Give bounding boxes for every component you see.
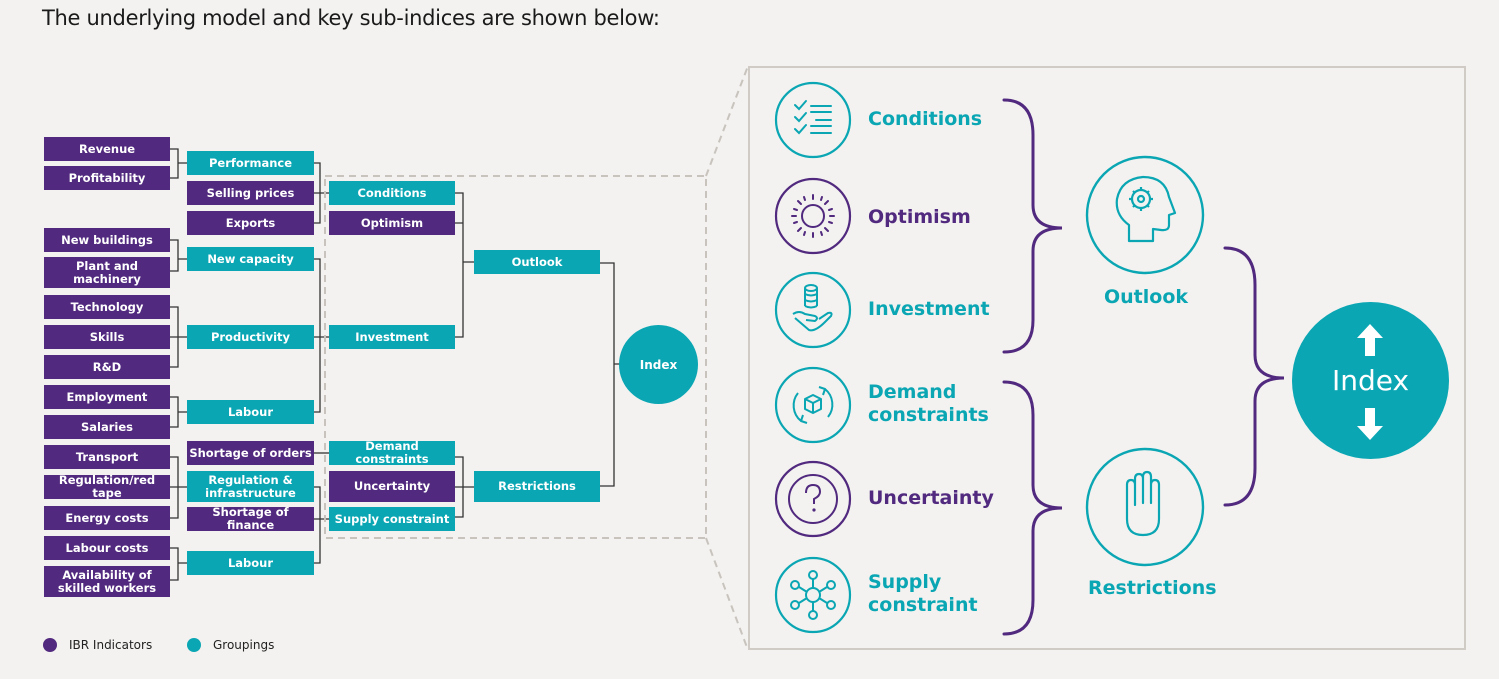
grouping-conditions: Conditions: [329, 181, 455, 205]
index-node: Index: [619, 325, 698, 404]
panel-label-restrictions: Restrictions: [1088, 577, 1217, 599]
connector-conditions: [314, 162, 329, 224]
legend-item-indicators: IBR Indicators: [43, 638, 152, 652]
brace-outlook: [1002, 98, 1063, 354]
indicator-exports: Exports: [187, 211, 314, 235]
hand-stop-icon: [1085, 447, 1205, 567]
indicator-technology: Technology: [44, 295, 170, 319]
question-icon: [774, 460, 852, 538]
connector-supply-constraint: [314, 486, 329, 564]
indicator-shortage-finance: Shortage of finance: [187, 506, 314, 532]
checklist-icon: [774, 81, 852, 159]
grouping-demand-constraints: Demand constraints: [329, 440, 455, 466]
indicator-optimism: Optimism: [329, 211, 455, 235]
indicator-profitability: Profitability: [44, 166, 170, 190]
grouping-labour-2: Labour: [187, 551, 314, 575]
legend-label-groupings: Groupings: [213, 638, 275, 652]
sun-icon: [774, 177, 852, 255]
indicator-uncertainty: Uncertainty: [329, 471, 455, 502]
panel-label-investment: Investment: [868, 298, 990, 320]
panel-label-supply-constraint: Supply constraint: [868, 571, 978, 617]
coins-hand-icon: [774, 271, 852, 349]
brace-restrictions: [1002, 380, 1063, 636]
legend-item-groupings: Groupings: [187, 638, 274, 652]
grouping-regulation-infrastructure: Regulation & infrastructure: [187, 471, 314, 502]
grouping-labour-1: Labour: [187, 400, 314, 424]
indicator-availability-skilled-workers: Availability of skilled workers: [44, 566, 170, 597]
indicator-employment: Employment: [44, 385, 170, 409]
connector-outlook: [455, 192, 474, 338]
zoom-outline: [324, 65, 749, 651]
panel-label-conditions: Conditions: [868, 108, 983, 130]
brace-index: [1223, 246, 1285, 507]
indicator-revenue: Revenue: [44, 137, 170, 161]
panel-label-demand-line2: constraints: [868, 404, 989, 426]
indicator-labour-costs: Labour costs: [44, 536, 170, 560]
grouping-outlook: Outlook: [474, 250, 600, 274]
panel-label-optimism: Optimism: [868, 206, 971, 228]
index-big-label: Index: [1331, 364, 1410, 397]
indicator-new-buildings: New buildings: [44, 228, 170, 252]
indicator-salaries: Salaries: [44, 415, 170, 439]
box-cycle-icon: [774, 366, 852, 444]
grouping-productivity: Productivity: [187, 325, 314, 349]
arrow-up-icon: [1357, 324, 1383, 356]
indicator-transport: Transport: [44, 445, 170, 469]
indicator-energy-costs: Energy costs: [44, 506, 170, 530]
connector-investment: [314, 258, 329, 413]
head-gear-icon: [1085, 155, 1205, 275]
connector-regulation-infrastructure: [170, 456, 187, 519]
grouping-investment: Investment: [329, 325, 455, 349]
indicator-shortage-orders: Shortage of orders: [187, 441, 314, 465]
indicator-skills: Skills: [44, 325, 170, 349]
arrow-down-icon: [1357, 408, 1383, 440]
indicator-regulation-red-tape: Regulation/red tape: [44, 474, 170, 500]
connector-restrictions: [455, 456, 474, 518]
grouping-supply-constraint: Supply constraint: [329, 507, 455, 531]
intro-text: The underlying model and key sub-indices…: [42, 6, 660, 30]
legend-dot-teal: [187, 638, 201, 652]
connector-labour-2: [170, 547, 187, 581]
indicator-plant-machinery: Plant and machinery: [44, 257, 170, 288]
connector-productivity: [170, 306, 187, 368]
connector-labour-1: [170, 396, 187, 428]
connector-new-capacity: [170, 239, 187, 272]
grouping-performance: Performance: [187, 151, 314, 175]
panel-label-demand-line1: Demand: [868, 381, 957, 403]
zoom-panel: [748, 66, 1466, 650]
panel-label-outlook: Outlook: [1104, 286, 1189, 308]
legend-dot-purple: [43, 638, 57, 652]
grouping-new-capacity: New capacity: [187, 247, 314, 271]
legend-label-indicators: IBR Indicators: [69, 638, 153, 652]
panel-label-uncertainty: Uncertainty: [868, 487, 994, 509]
indicator-rnd: R&D: [44, 355, 170, 379]
panel-label-demand-constraints: Demand constraints: [868, 381, 989, 427]
indicator-selling-prices: Selling prices: [187, 181, 314, 205]
grouping-restrictions: Restrictions: [474, 471, 600, 502]
panel-label-supply-line1: Supply: [868, 571, 942, 593]
network-icon: [774, 556, 852, 634]
connector-performance: [170, 148, 187, 179]
index-big-node: Index: [1292, 302, 1449, 459]
panel-label-supply-line2: constraint: [868, 594, 978, 616]
